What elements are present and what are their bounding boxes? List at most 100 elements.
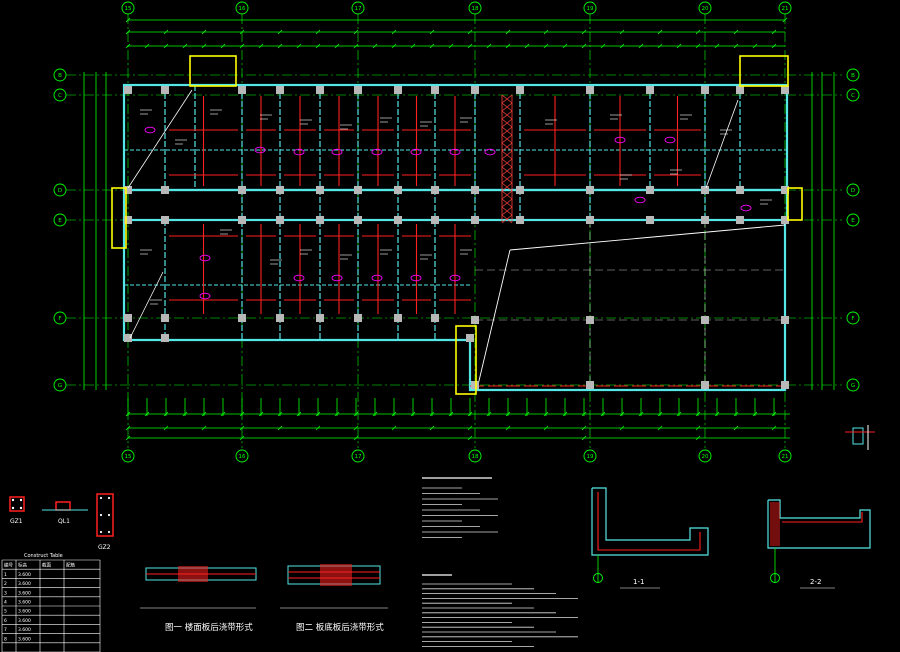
- dim-tick: [562, 43, 568, 49]
- dim-tick: [581, 425, 587, 431]
- axis-bubble: [121, 449, 135, 463]
- fig2-caption: 图二 板底板后浇带形式: [296, 622, 384, 633]
- dim-tick: [581, 29, 587, 35]
- axis-label: 21: [782, 6, 789, 12]
- slab-tag: [410, 148, 422, 156]
- dim-tick: [163, 43, 169, 49]
- dim-tick: [429, 425, 435, 431]
- axis-bubble: [846, 68, 860, 82]
- building-walls: [122, 83, 789, 392]
- column: [161, 314, 169, 322]
- table-cell: 4: [4, 600, 7, 606]
- dim-tick: [125, 435, 131, 441]
- column: [316, 86, 324, 94]
- dim-tick: [391, 29, 397, 35]
- axis-bubble: [846, 311, 860, 325]
- column: [701, 316, 709, 324]
- general-notes: [422, 477, 578, 647]
- column: [394, 216, 402, 224]
- column: [238, 86, 246, 94]
- gz1-label: GZ1: [10, 518, 23, 525]
- axis-label: G: [58, 383, 62, 389]
- dim-tick: [733, 43, 739, 49]
- axis-label: B: [58, 73, 62, 79]
- lattice-brace: [501, 174, 513, 184]
- dim-tick: [543, 43, 549, 49]
- gz2-label: GZ2: [98, 544, 111, 551]
- axis-label: 17: [355, 454, 362, 460]
- dim-tick: [163, 425, 169, 431]
- column: [781, 381, 789, 389]
- dim-tick: [467, 435, 473, 441]
- dim-tick: [239, 43, 245, 49]
- dim-tick: [315, 43, 321, 49]
- column: [471, 381, 479, 389]
- table-cell: 3.600: [18, 618, 31, 624]
- empty-wing-boundary: [477, 224, 786, 386]
- dim-tick: [657, 29, 663, 35]
- column: [586, 86, 594, 94]
- dim-tick: [448, 43, 454, 49]
- axis-label: E: [851, 218, 855, 224]
- axis-label: 20: [702, 454, 709, 460]
- dim-tick: [125, 425, 131, 431]
- column: [586, 186, 594, 194]
- highlight-outlines: [111, 55, 803, 395]
- axis-bubble: [846, 183, 860, 197]
- column: [646, 186, 654, 194]
- slab-tag: [199, 292, 211, 300]
- lattice-brace: [501, 126, 513, 136]
- slab-tag: [331, 148, 343, 156]
- axis-bubble: [698, 1, 712, 15]
- dim-tick: [239, 425, 245, 431]
- dim-tick: [125, 29, 131, 35]
- shaft-diagonals: [127, 89, 739, 339]
- dim-tick: [771, 43, 777, 49]
- column: [471, 316, 479, 324]
- column: [471, 186, 479, 194]
- table-cell: 3.600: [18, 636, 31, 642]
- column: [238, 216, 246, 224]
- axis-label: 19: [587, 6, 594, 12]
- column: [238, 314, 246, 322]
- dim-tick: [163, 29, 169, 35]
- column: [471, 86, 479, 94]
- dim-tick: [486, 43, 492, 49]
- dim-tick: [315, 425, 321, 431]
- column: [701, 186, 709, 194]
- structural-columns: [124, 86, 789, 389]
- column: [516, 216, 524, 224]
- table-cell: 5: [4, 609, 7, 615]
- dim-tick: [752, 43, 758, 49]
- column: [124, 86, 132, 94]
- dim-tick: [505, 43, 511, 49]
- dim-tick: [296, 43, 302, 49]
- column: [781, 316, 789, 324]
- empty-wing-grid: [475, 220, 785, 390]
- dim-tick: [353, 43, 359, 49]
- dim-tick: [619, 43, 625, 49]
- detail-fig2: 图二 板底板后浇带形式: [280, 564, 388, 633]
- table-title: Construct Table: [24, 553, 63, 559]
- column: [124, 186, 132, 194]
- dim-tick: [182, 43, 188, 49]
- column: [161, 186, 169, 194]
- lattice-brace: [501, 190, 513, 200]
- table-cell: 3: [4, 590, 7, 596]
- axis-bubble: [583, 1, 597, 15]
- axis-label: 18: [472, 454, 479, 460]
- slab-tag: [614, 136, 626, 144]
- axis-label: C: [58, 93, 62, 99]
- dim-tick: [429, 29, 435, 35]
- lattice-brace: [501, 94, 513, 104]
- column: [316, 314, 324, 322]
- detail-gz2: GZ2: [96, 493, 114, 551]
- column: [276, 314, 284, 322]
- dim-tick: [125, 17, 131, 23]
- axis-bubble: [351, 1, 365, 15]
- dim-tick: [201, 425, 207, 431]
- table-header-cell: 配筋: [66, 562, 75, 569]
- table-cell: 3.600: [18, 581, 31, 587]
- dim-tick: [410, 43, 416, 49]
